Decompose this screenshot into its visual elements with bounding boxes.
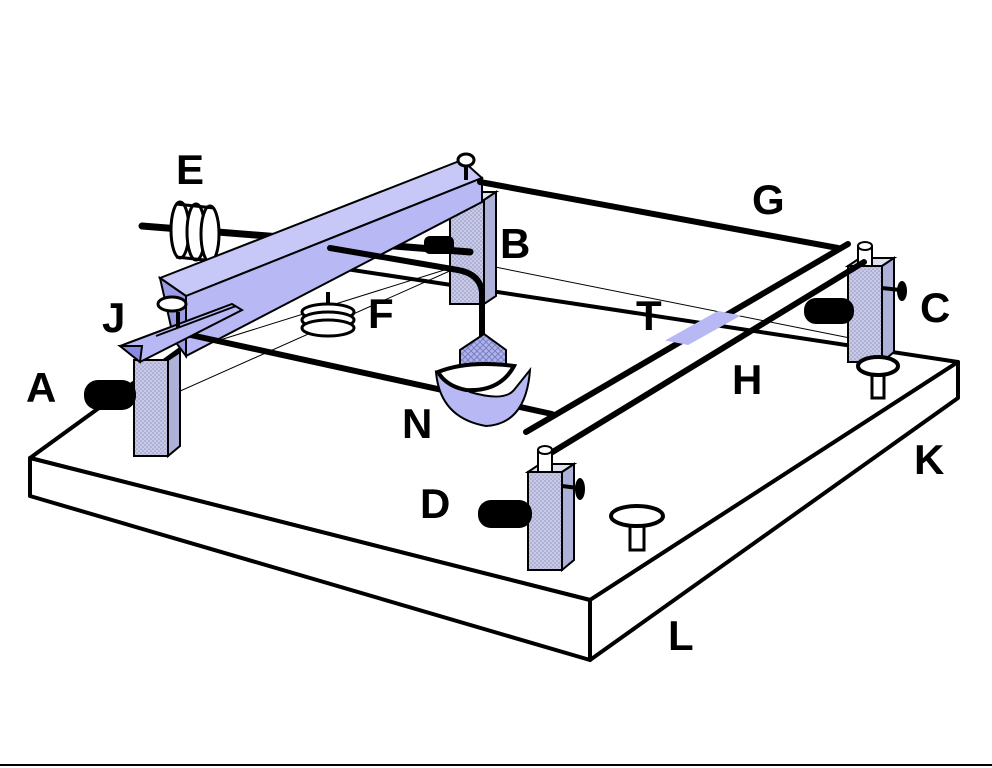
base-side-face (588, 360, 960, 662)
vessel-n (434, 332, 532, 428)
label-c: C (920, 284, 950, 331)
label-n: N (402, 400, 432, 447)
post-c (844, 241, 898, 365)
post-a (133, 350, 181, 459)
slider-t (665, 310, 741, 346)
hanging-wire (327, 245, 485, 351)
label-h: H (732, 356, 762, 403)
label-t: T (636, 292, 662, 339)
label-k: K (914, 436, 944, 483)
level-screw-front (609, 504, 665, 552)
label-g: G (752, 176, 785, 223)
level-screw-right (856, 355, 900, 400)
beam-top-knob (456, 152, 476, 180)
clamp-j (117, 295, 245, 364)
terminal-d (478, 478, 585, 528)
terminal-a (84, 380, 136, 410)
bottom-rule (0, 764, 992, 766)
weight-f (300, 292, 356, 338)
label-j: J (102, 294, 125, 341)
label-a: A (26, 364, 56, 411)
label-e: E (176, 146, 204, 193)
label-b: B (500, 220, 530, 267)
wire-g (477, 179, 841, 251)
post-d (524, 445, 578, 573)
label-d: D (420, 480, 450, 527)
coil-e (169, 200, 221, 264)
terminal-c (804, 281, 907, 324)
label-l: L (668, 612, 694, 659)
label-f: F (368, 290, 394, 337)
